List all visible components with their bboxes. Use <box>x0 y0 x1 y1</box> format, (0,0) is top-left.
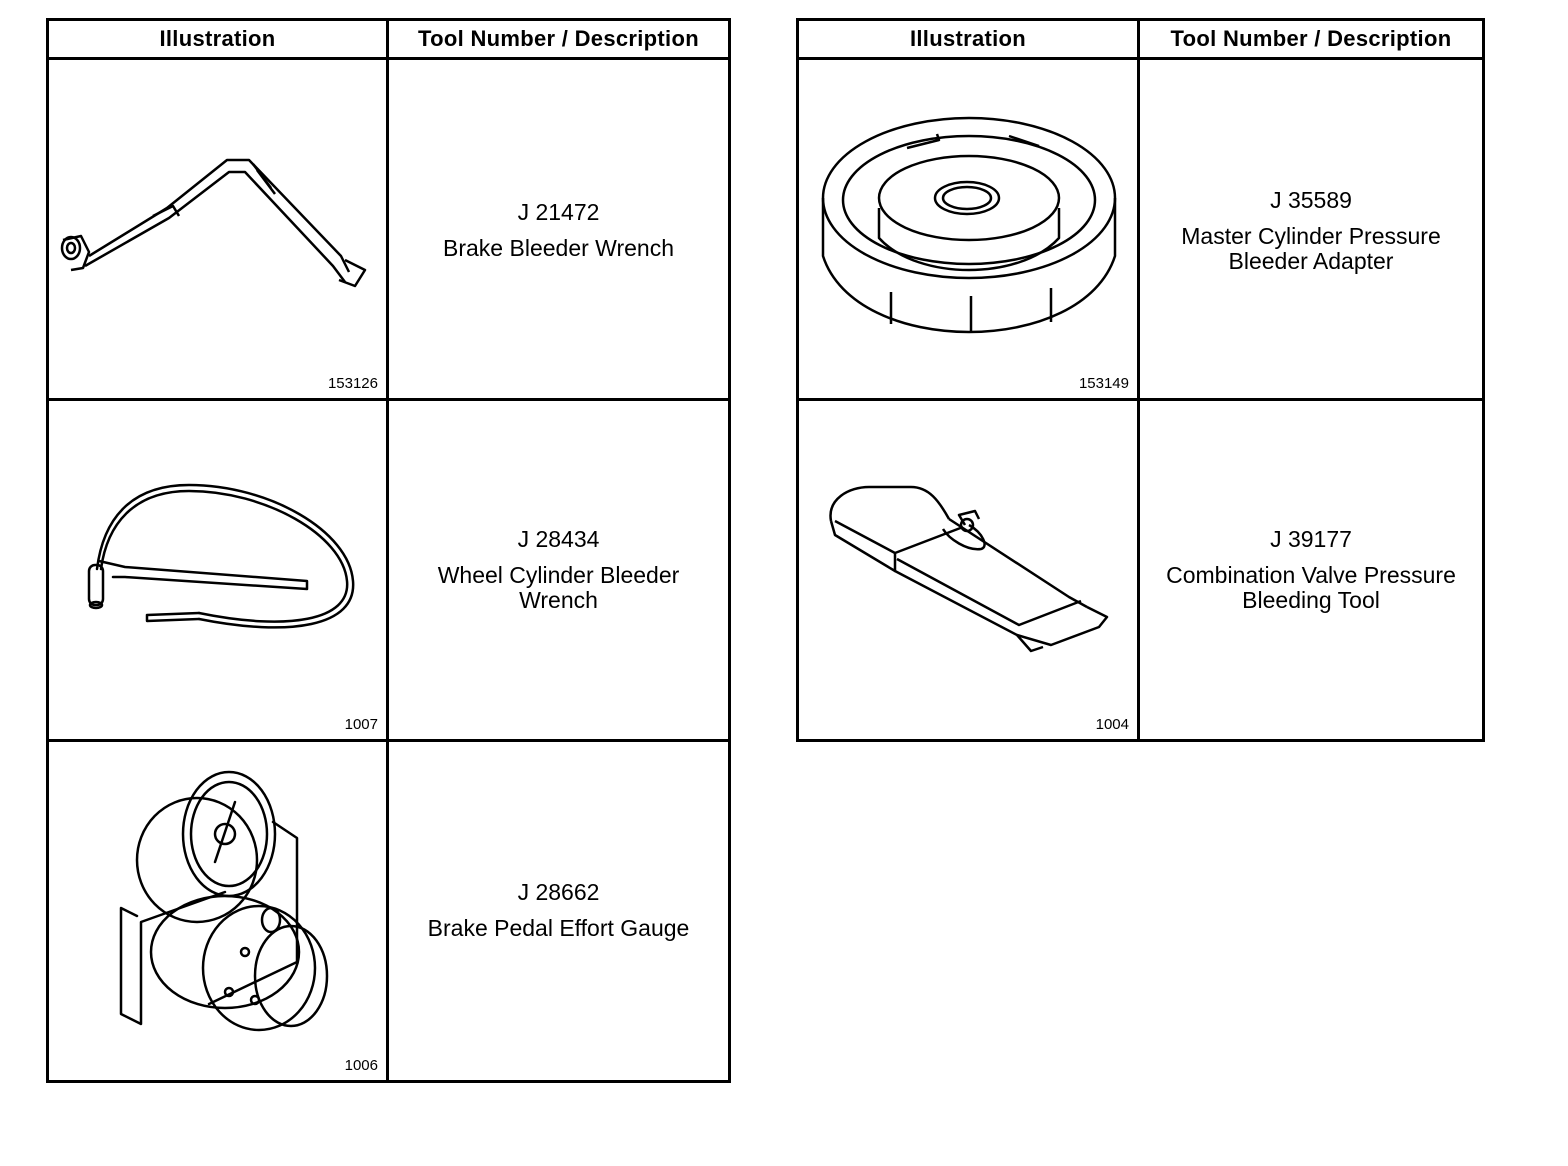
figure-number: 1007 <box>344 716 378 733</box>
description-cell: J 39177 Combination Valve Pressure Bleed… <box>1137 398 1485 742</box>
tool-number: J 28662 <box>517 879 600 905</box>
figure-number: 153126 <box>327 375 378 392</box>
description-cell: J 28434 Wheel Cylinder Bleeder Wrench <box>386 398 731 742</box>
figure-number: 1006 <box>344 1057 378 1074</box>
tool-description: Combination Valve Pressure Bleeding Tool <box>1166 562 1456 613</box>
tool-number: J 28434 <box>517 526 600 552</box>
brake-pedal-effort-gauge-drawing <box>119 770 329 1032</box>
header-tool-description: Tool Number / Description <box>386 18 731 60</box>
table-row: 1006 J 28662 Brake Pedal Effort Gauge <box>46 739 731 1083</box>
master-cylinder-adapter-drawing <box>821 116 1117 334</box>
table-header-row: Illustration Tool Number / Description <box>796 18 1485 60</box>
wheel-cylinder-bleeder-wrench-drawing <box>87 483 355 629</box>
table-header-row: Illustration Tool Number / Description <box>46 18 731 60</box>
illustration-cell: 153149 <box>796 57 1140 401</box>
tool-description: Master Cylinder Pressure Bleeder Adapter <box>1181 223 1441 274</box>
illustration-cell: 1006 <box>46 739 389 1083</box>
illustration-cell: 1007 <box>46 398 389 742</box>
tool-description: Brake Pedal Effort Gauge <box>427 915 690 941</box>
tools-table-left: Illustration Tool Number / Description 1… <box>46 18 731 1083</box>
tools-table-right: Illustration Tool Number / Description 1… <box>796 18 1485 742</box>
table-row: 153149 J 35589 Master Cylinder Pressure … <box>796 57 1485 401</box>
table-row: 1007 J 28434 Wheel Cylinder Bleeder Wren… <box>46 398 731 742</box>
figure-number: 153149 <box>1078 375 1129 392</box>
table-row: 1004 J 39177 Combination Valve Pressure … <box>796 398 1485 742</box>
tool-description: Wheel Cylinder Bleeder Wrench <box>437 562 680 613</box>
figure-number: 1004 <box>1095 716 1129 733</box>
illustration-cell: 1004 <box>796 398 1140 742</box>
header-tool-description: Tool Number / Description <box>1137 18 1485 60</box>
header-illustration: Illustration <box>796 18 1140 60</box>
header-illustration: Illustration <box>46 18 389 60</box>
tool-number: J 35589 <box>1270 187 1352 213</box>
illustration-cell: 153126 <box>46 57 389 401</box>
tool-number: J 21472 <box>517 199 600 225</box>
brake-bleeder-wrench-drawing <box>60 158 367 288</box>
description-cell: J 28662 Brake Pedal Effort Gauge <box>386 739 731 1083</box>
description-cell: J 35589 Master Cylinder Pressure Bleeder… <box>1137 57 1485 401</box>
description-cell: J 21472 Brake Bleeder Wrench <box>386 57 731 401</box>
table-row: 153126 J 21472 Brake Bleeder Wrench <box>46 57 731 401</box>
tool-description: Brake Bleeder Wrench <box>443 235 674 261</box>
tool-number: J 39177 <box>1270 526 1352 552</box>
combination-valve-bleeding-tool-drawing <box>829 485 1109 653</box>
